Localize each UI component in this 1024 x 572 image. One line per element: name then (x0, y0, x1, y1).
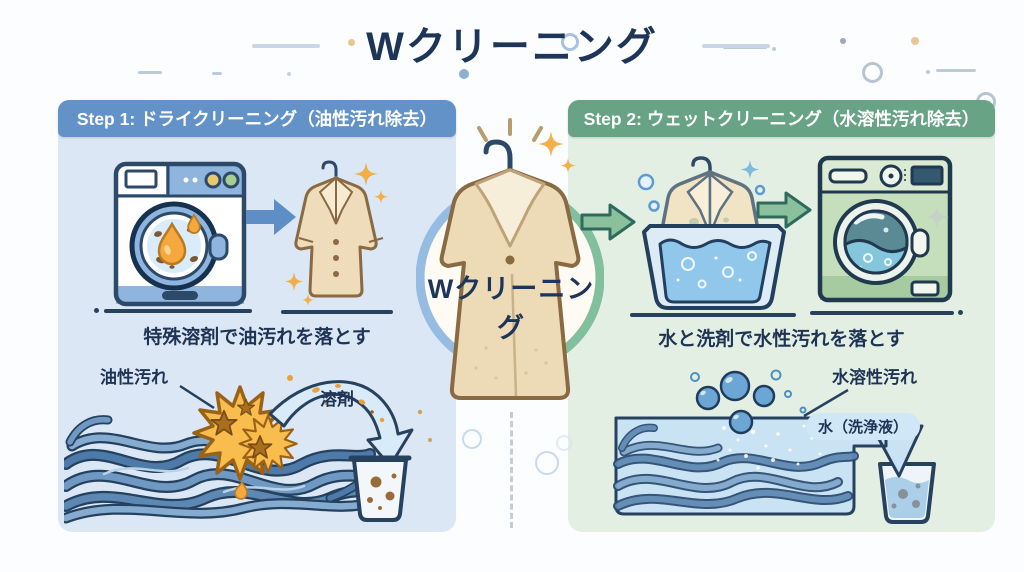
decor-dot (459, 69, 469, 79)
decor-ring (862, 62, 883, 83)
decor-dash (212, 72, 222, 75)
floor-dot (94, 308, 99, 313)
sparkle-icon (538, 131, 576, 173)
hanger-hook (321, 160, 338, 178)
step2-caption: 水と洗剤で水性汚れを落とす (658, 329, 905, 350)
decor-dot (840, 38, 846, 44)
step1-stain-label: 油性汚れ (100, 368, 168, 387)
decor-dash (936, 69, 976, 72)
step1-caption: 特殊溶剤で油汚れを落とす (143, 327, 371, 348)
arrow-right-green-icon (756, 191, 812, 229)
decor-dot (348, 39, 355, 46)
drum (129, 201, 219, 291)
shine-rays (477, 118, 543, 142)
decor-dash (723, 46, 767, 49)
bubble-icons (637, 173, 766, 212)
floor-line (104, 309, 252, 313)
decor-ring (462, 429, 482, 449)
decor-dot (287, 72, 291, 76)
soak-basin-icon (637, 156, 786, 310)
oil-removal-illustration (64, 375, 432, 524)
decor-ring (561, 33, 579, 51)
title-rule-left (252, 44, 320, 48)
step2-stain-label: 水溶性汚れ (832, 368, 917, 387)
decor-dash (138, 71, 162, 74)
page-title: Wクリーニング (366, 25, 658, 69)
waste-beaker-icon (878, 462, 936, 524)
center-dotted-divider (510, 412, 513, 528)
step1-header-label: Step 1: ドライクリーニング（油性汚れ除去） (76, 109, 438, 129)
title-rule-right (702, 44, 770, 48)
stain-pointer-line (179, 384, 215, 410)
oil-droplet-icon (157, 221, 187, 266)
w-cleaning-badge: Wクリーニング (427, 274, 595, 343)
sparkle-icon (925, 205, 949, 229)
step1-header: Step 1: ドライクリーニング（油性汚れ除去） (58, 100, 456, 137)
decor-dot (911, 37, 919, 45)
solvent-arc-arrow-icon (268, 375, 432, 468)
floor-line (630, 313, 796, 317)
step2-header: Step 2: ウェットクリーニング（水溶性汚れ除去） (568, 100, 995, 137)
water-removal-illustration (613, 369, 936, 524)
arrow-right-blue-icon (246, 199, 296, 235)
arrow-right-green-icon (580, 203, 636, 241)
sparkle-icon (740, 160, 760, 179)
sparkle-icon (286, 162, 388, 306)
hanger-hook (483, 139, 513, 173)
step1-flow-label: 溶剤 (320, 390, 354, 409)
floor-dot (958, 310, 963, 315)
stain-pointer-line (803, 388, 849, 418)
water (658, 238, 772, 304)
decor-ring (535, 451, 559, 475)
floor-line (810, 311, 954, 315)
step2-flow-label: 水（洗浄液） (806, 413, 921, 440)
waste-cup-icon (348, 455, 412, 522)
decor-ring (556, 435, 572, 451)
washing-machine-wet-icon (817, 155, 953, 303)
washing-machine-dry-icon (113, 161, 247, 307)
decor-dot (926, 70, 930, 74)
soluble-dirt-bubble-icons (690, 369, 807, 435)
center-coat-icon (416, 118, 604, 400)
clean-coat-icon (286, 160, 388, 306)
step2-header-label: Step 2: ウェットクリーニング（水溶性汚れ除去） (583, 109, 980, 129)
submerged-fibers (613, 423, 859, 511)
decor-dot (772, 47, 776, 51)
detergent-specks (716, 424, 822, 470)
hanger-hook (691, 156, 712, 176)
floor-line (281, 310, 393, 314)
drum (833, 199, 919, 285)
oil-droplet-small-icon (187, 213, 201, 234)
